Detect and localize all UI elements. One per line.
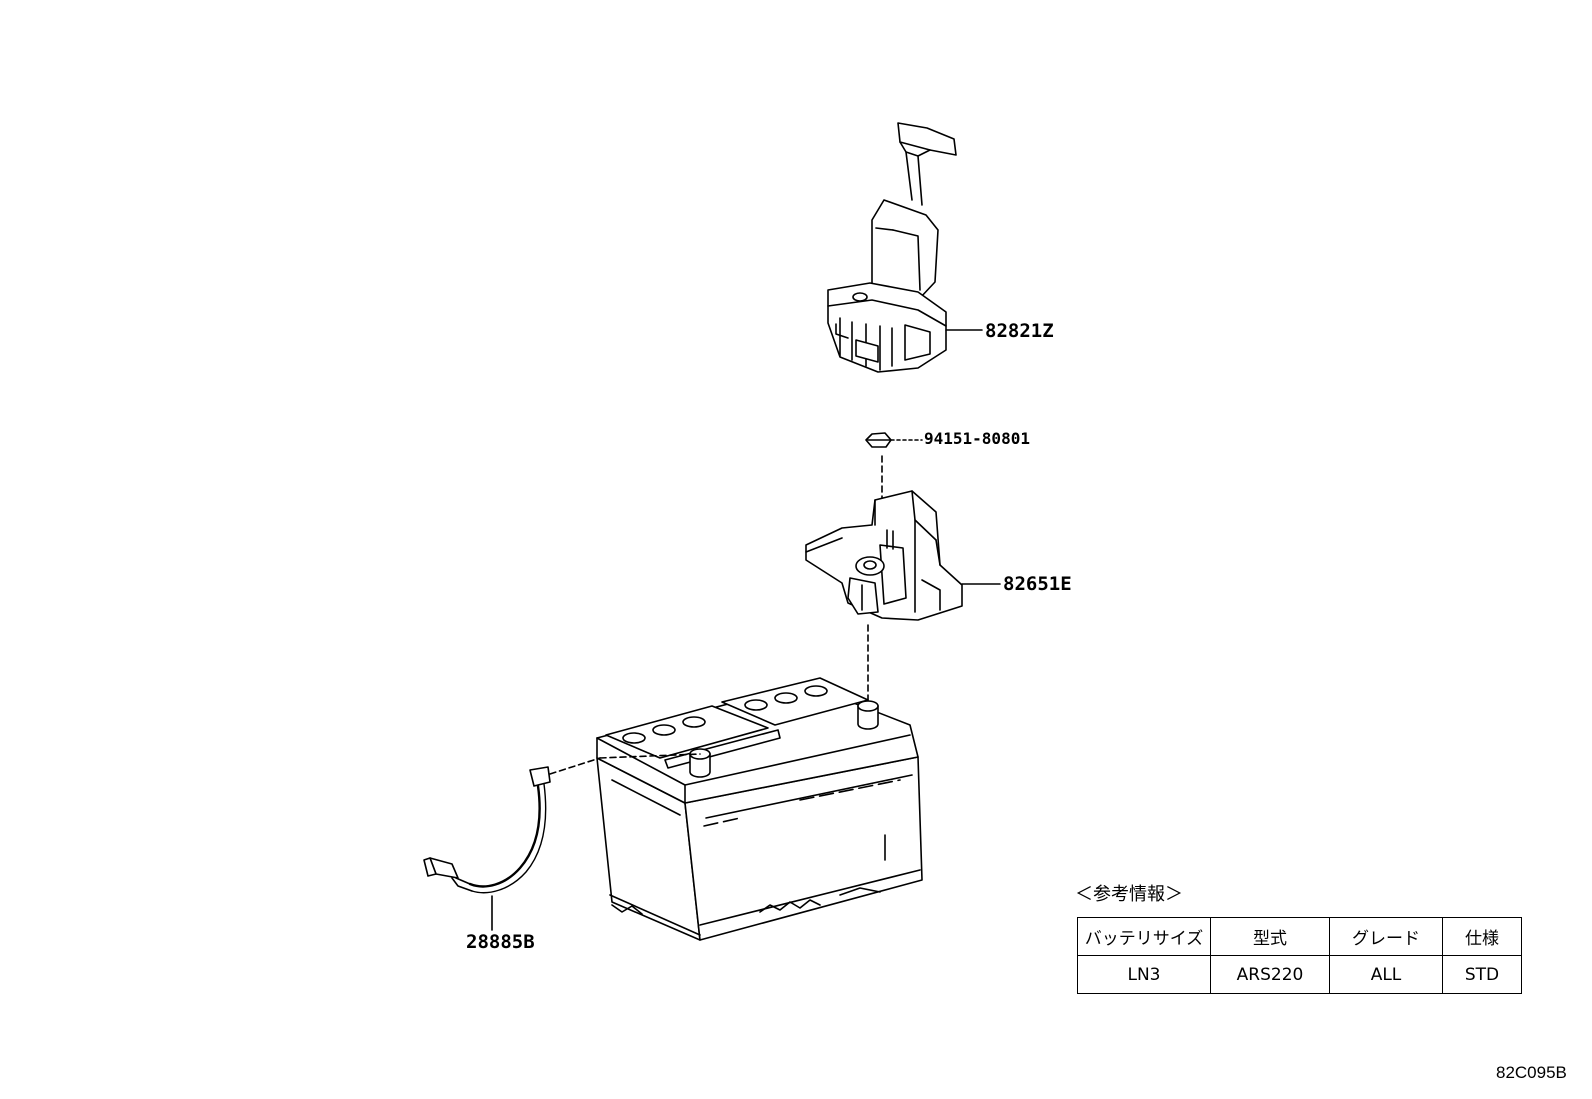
cell-model: ARS220 [1210, 955, 1330, 994]
sensor-dashed-line [549, 757, 601, 775]
fuse-cover-drawing [827, 122, 957, 373]
reference-title: ＜参考情報＞ [1075, 884, 1183, 905]
sensor-harness-drawing [423, 766, 551, 894]
reference-header-row: バッテリサイズ 型式 グレード 仕様 [1077, 917, 1522, 956]
header-spec: 仕様 [1442, 917, 1522, 956]
terminal-bracket-drawing [805, 490, 963, 621]
battery-drawing [596, 677, 923, 941]
cell-grade: ALL [1329, 955, 1443, 994]
part-label-82651e: 82651E [1003, 573, 1072, 595]
reference-table: バッテリサイズ 型式 グレード 仕様 LN3 ARS220 ALL STD [1077, 917, 1522, 994]
header-grade: グレード [1329, 917, 1443, 956]
cell-battery-size: LN3 [1077, 955, 1211, 994]
part-label-28885b: 28885B [466, 931, 535, 953]
part-label-82821z: 82821Z [985, 320, 1054, 342]
header-model: 型式 [1210, 917, 1330, 956]
header-battery-size: バッテリサイズ [1077, 917, 1211, 956]
reference-data-row: LN3 ARS220 ALL STD [1077, 955, 1522, 994]
diagram-code: 82C095B [1496, 1063, 1567, 1082]
sensor-dashed-line-2 [599, 753, 701, 759]
cell-spec: STD [1442, 955, 1522, 994]
nut-drawing [865, 432, 892, 448]
part-label-94151-80801: 94151-80801 [924, 429, 1030, 448]
